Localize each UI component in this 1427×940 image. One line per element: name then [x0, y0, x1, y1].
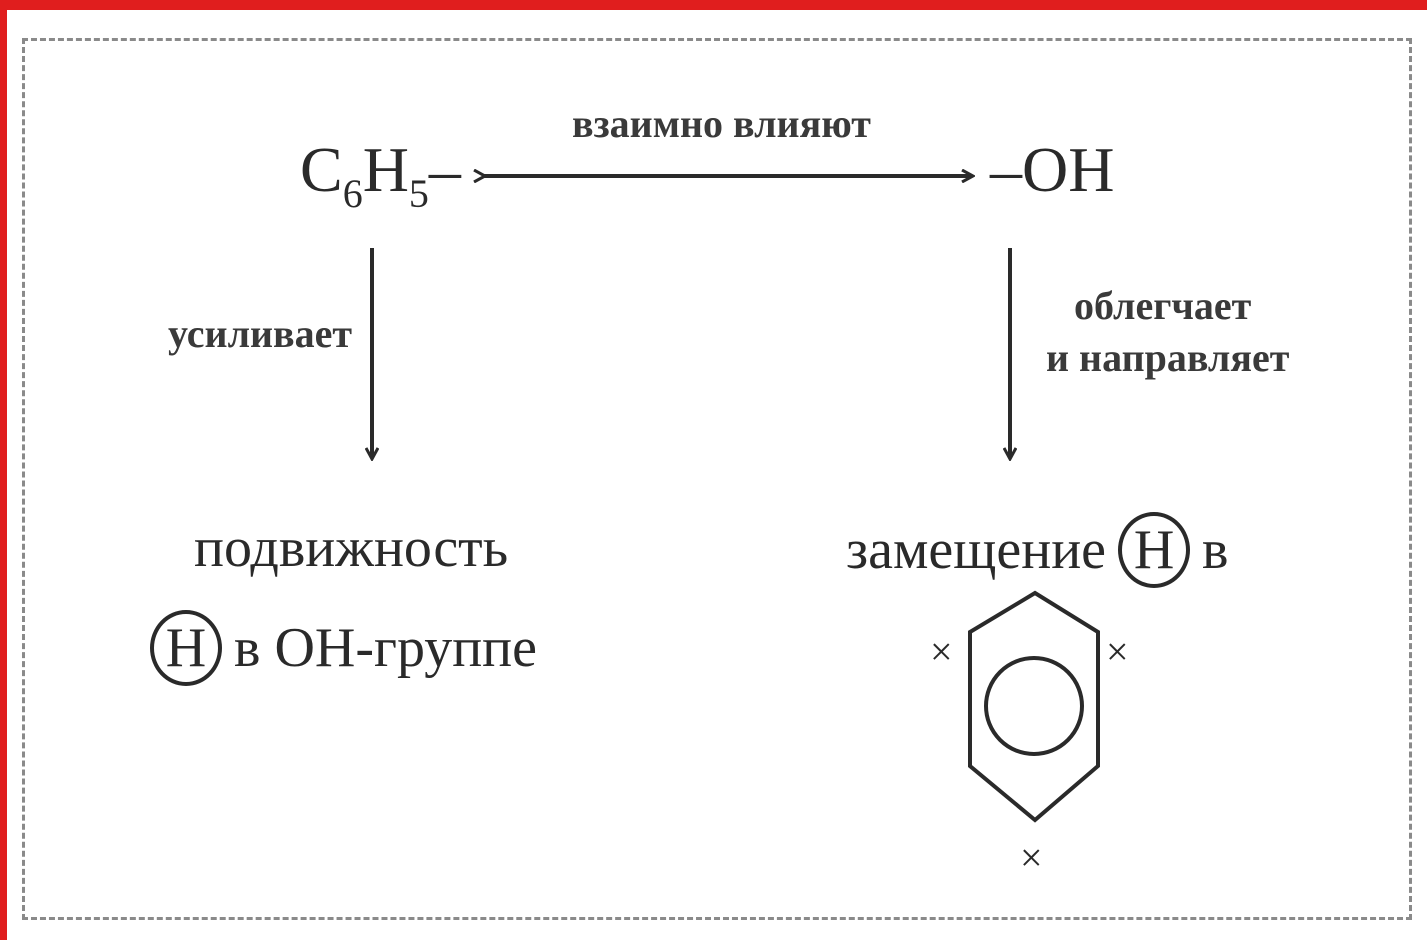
oh-group-text: в ОН-группе — [234, 617, 537, 679]
facilitates-label-line2: и направляет — [1046, 335, 1290, 380]
substitution-tail: в — [1202, 519, 1229, 581]
ortho-mark-left: × — [930, 629, 953, 674]
diagram-box — [22, 38, 1412, 920]
mutual-influence-label: взаимно влияют — [572, 101, 871, 146]
h-atom-circled-right: H — [1118, 512, 1191, 588]
phenyl-formula: C6H5– — [300, 134, 461, 216]
enhances-label: усиливает — [168, 311, 353, 356]
mobility-text: подвижность — [194, 517, 509, 579]
ortho-mark-right: × — [1106, 629, 1129, 674]
benzene-ring-hexagon — [968, 590, 1100, 823]
facilitates-label-line1: облегчает — [1074, 283, 1252, 328]
h-atom-circled-left: H — [150, 610, 222, 686]
benzene-ring-circle — [984, 656, 1084, 756]
substitution-word: замещение — [846, 519, 1107, 581]
para-mark-bottom: × — [1020, 835, 1043, 880]
hydroxyl-formula: –OH — [990, 134, 1115, 205]
